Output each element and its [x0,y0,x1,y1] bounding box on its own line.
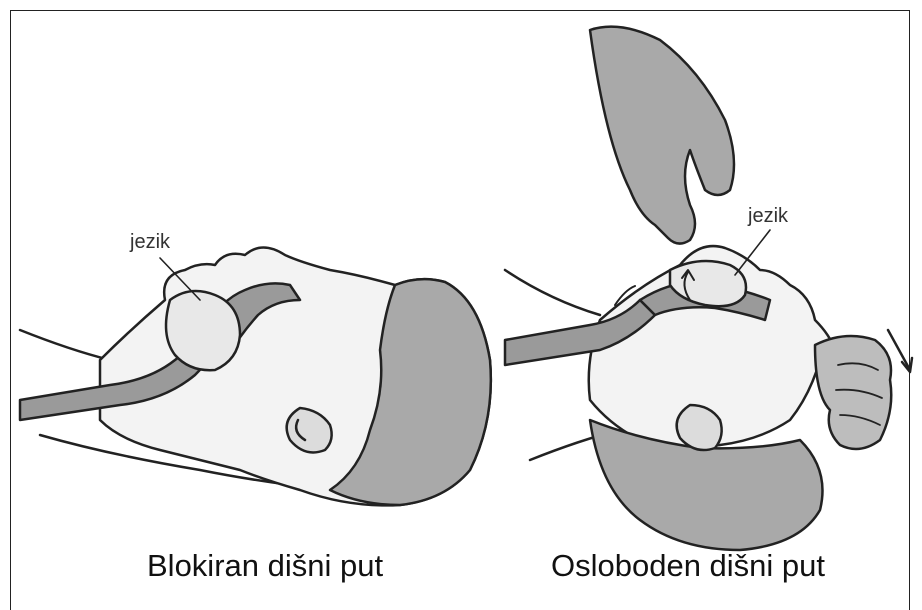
tongue-label-right: jezik [747,205,789,227]
tongue-label-left: jezik [129,231,171,253]
airway-diagram: jezik jezik [0,0,922,594]
caption-blocked-airway: Blokiran dišni put [147,548,383,584]
caption-open-airway: Osloboden dišni put [551,548,825,584]
left-head-illustration [20,248,491,506]
right-head-illustration [505,27,912,550]
